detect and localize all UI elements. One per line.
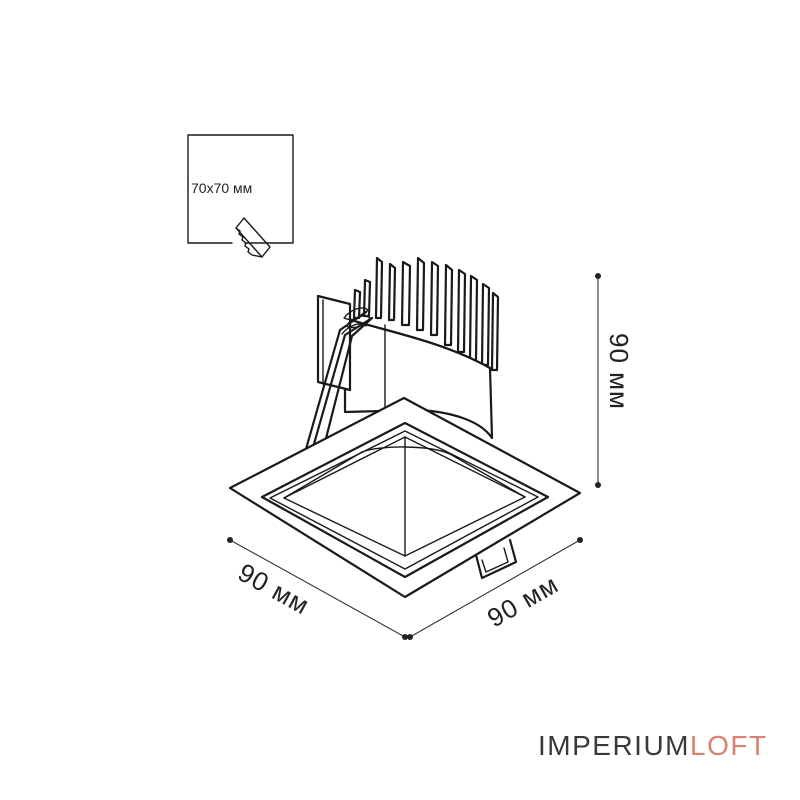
mounting-bracket bbox=[316, 294, 352, 392]
cutout-template: 70x70 мм bbox=[187, 134, 294, 258]
lamp-body bbox=[343, 316, 494, 440]
reflector-cone bbox=[283, 436, 526, 557]
height-label: 90 мм bbox=[604, 333, 634, 410]
width-label: 90 мм bbox=[233, 557, 315, 621]
heatsink-fins bbox=[352, 256, 500, 372]
dimension-height: 90 мм bbox=[595, 273, 634, 488]
cutout-size-label: 70x70 мм bbox=[191, 180, 252, 196]
brand-name-part2: LOFT bbox=[690, 730, 768, 761]
brand-name-part1: IMPERIUM bbox=[538, 730, 690, 761]
brand-logo: IMPERIUMLOFT bbox=[538, 730, 768, 762]
clip-tab bbox=[474, 538, 518, 580]
depth-label: 90 мм bbox=[482, 569, 564, 633]
saw-icon bbox=[235, 217, 271, 258]
